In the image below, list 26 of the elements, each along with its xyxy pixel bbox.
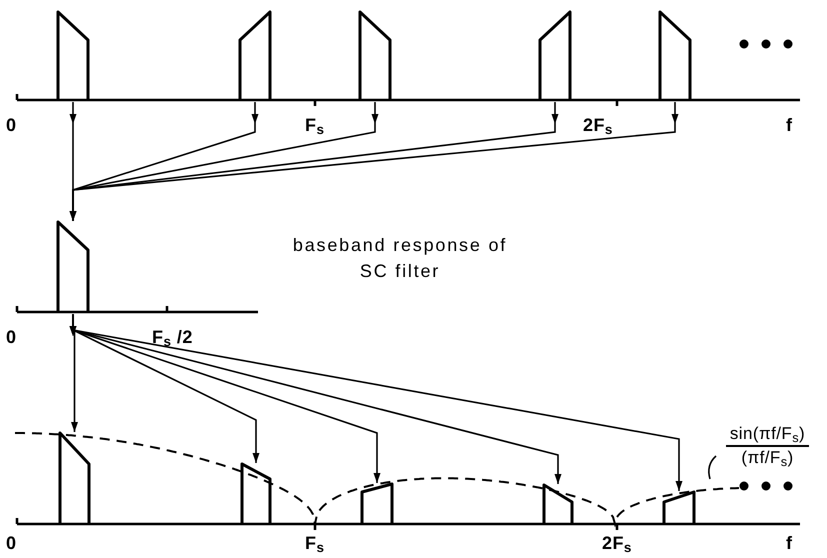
spectrum-pulse bbox=[360, 12, 390, 100]
spectrum-pulse bbox=[58, 222, 88, 312]
axis-label: 0 bbox=[6, 532, 16, 555]
axis-label: f bbox=[786, 114, 792, 137]
axis-label: 0 bbox=[6, 114, 16, 137]
annotation-text: baseband response of SC filter bbox=[292, 234, 508, 283]
axis-label: 2F$_{s}$ bbox=[583, 114, 613, 138]
axis-label: f bbox=[786, 532, 792, 555]
spectrum-pulse bbox=[60, 433, 89, 524]
spectrum-pulse bbox=[240, 12, 270, 100]
spectrum-pulse bbox=[242, 464, 270, 524]
axis-label: 0 bbox=[6, 326, 16, 349]
axis-label: F$_{s}$ bbox=[305, 114, 324, 138]
spectrum-pulse bbox=[664, 492, 694, 524]
formula-denominator: (πf/F$_{s}$) bbox=[741, 447, 794, 469]
spectrum-pulse bbox=[540, 12, 570, 100]
spectrum-pulse bbox=[58, 12, 88, 100]
formula-numerator: sin(πf/F$_{s}$) bbox=[726, 423, 810, 447]
spectrum-pulse bbox=[544, 485, 572, 524]
leader-line bbox=[708, 455, 717, 480]
spectrum-pulse bbox=[660, 12, 690, 100]
spectrum-pulse bbox=[362, 484, 392, 524]
arrow bbox=[70, 102, 678, 221]
axis-label: 2F$_{s}$ bbox=[602, 532, 632, 556]
axis-label: F$_{s}$ /2 bbox=[152, 326, 193, 350]
axis-label: F$_{s}$ bbox=[305, 532, 324, 556]
